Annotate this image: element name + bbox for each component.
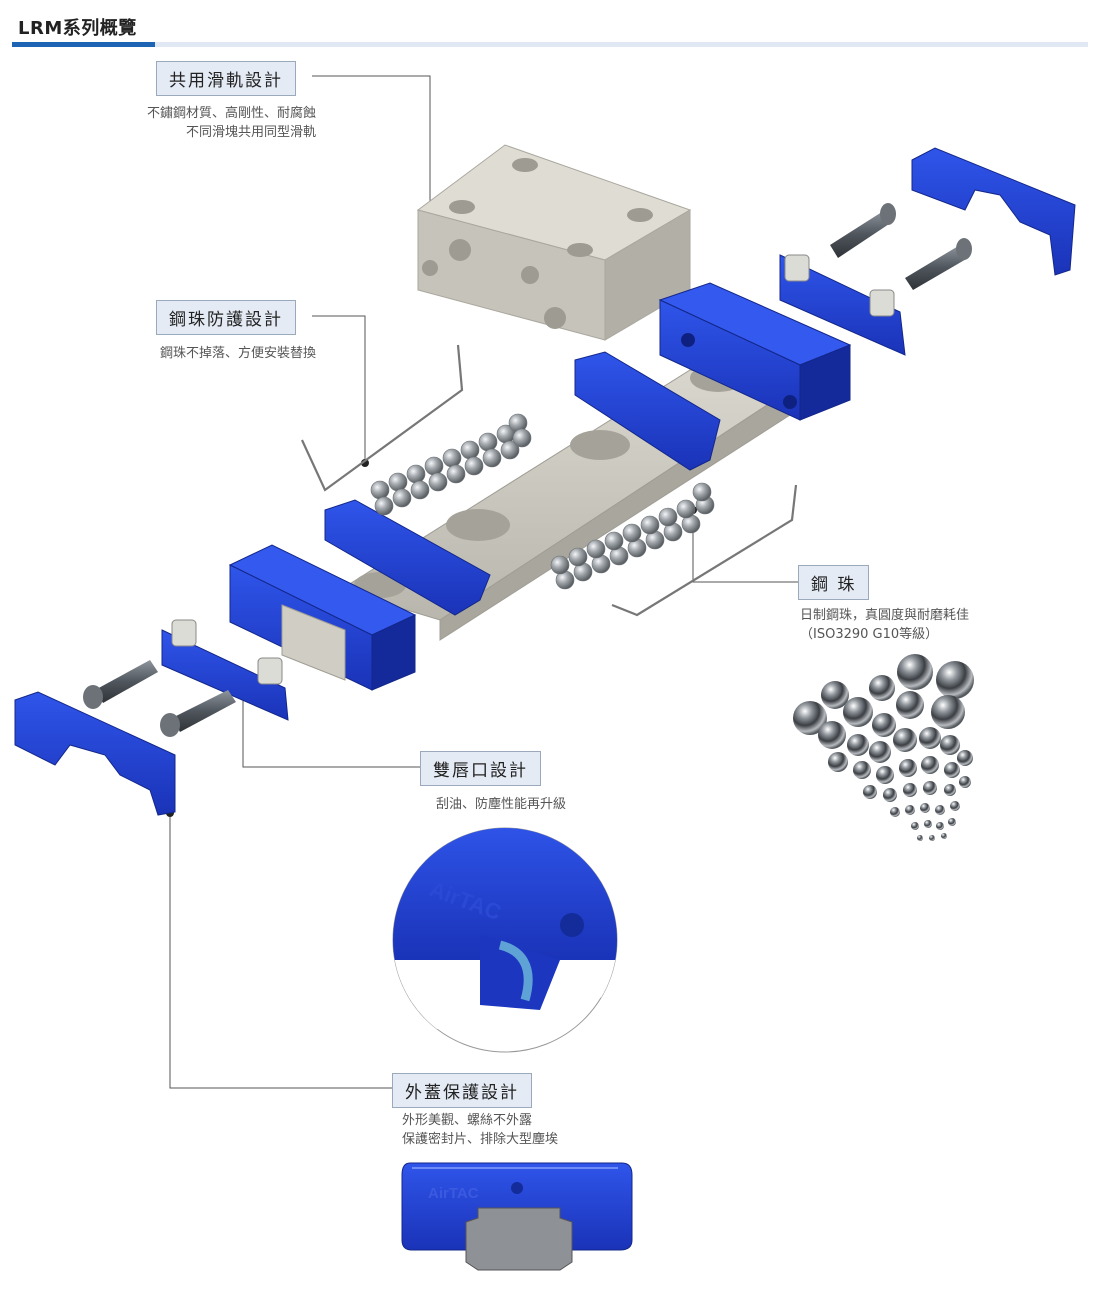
desc-steel-ball: 日制鋼珠，真圓度與耐磨耗佳 （ISO3290 G10等級） [800,606,969,644]
chrome-ball-cluster [793,654,974,841]
desc-line: 刮油、防塵性能再升級 [436,797,567,812]
ball-retainer-plates [324,351,721,616]
desc-line: 外形美觀、螺絲不外露 [402,1113,533,1128]
front-seal-plate [161,619,289,721]
header-underline-accent [12,42,155,47]
slide-block [416,144,692,341]
callout-ball-retention: 鋼珠防護設計 [156,300,296,335]
front-end-cover [14,691,176,816]
header-title: LRM系列概覽 [18,18,137,39]
cover-face-view: AirTAC [401,1162,633,1271]
desc-line: （ISO3290 G10等級） [800,627,939,642]
desc-common-rail: 不鏽鋼材質、高剛性、耐腐蝕 不同滑塊共用同型滑軌 [110,104,316,142]
rear-seal-plate [779,254,906,356]
desc-cover: 外形美觀、螺絲不外露 保護密封片、排除大型塵埃 [402,1111,558,1149]
steel-ball-rows [370,413,715,590]
rear-bolts [830,203,972,290]
desc-ball-retention: 鋼珠不掉落、方便安裝替換 [110,344,316,363]
svg-text:AirTAC: AirTAC [428,1185,479,1202]
callout-double-lip: 雙唇口設計 [420,751,541,786]
desc-line: 不同滑塊共用同型滑軌 [185,125,316,140]
rear-end-cover [911,147,1076,276]
header-underline [12,42,1088,47]
desc-double-lip: 刮油、防塵性能再升級 [436,795,566,814]
desc-line: 不鏽鋼材質、高剛性、耐腐蝕 [146,106,316,121]
desc-line: 日制鋼珠，真圓度與耐磨耗佳 [800,608,970,623]
double-lip-zoom: AirTAC [392,827,618,1053]
callout-common-rail: 共用滑軌設計 [156,61,296,96]
end-seal-block-front [228,544,417,691]
wire-retainers [301,344,798,617]
desc-line: 保護密封片、排除大型塵埃 [402,1132,559,1147]
callout-steel-ball: 鋼 珠 [798,565,870,600]
desc-line: 鋼珠不掉落、方便安裝替換 [159,346,316,361]
callout-cover: 外蓋保護設計 [392,1073,532,1108]
end-seal-block-rear [658,282,852,421]
front-bolts [83,660,236,737]
